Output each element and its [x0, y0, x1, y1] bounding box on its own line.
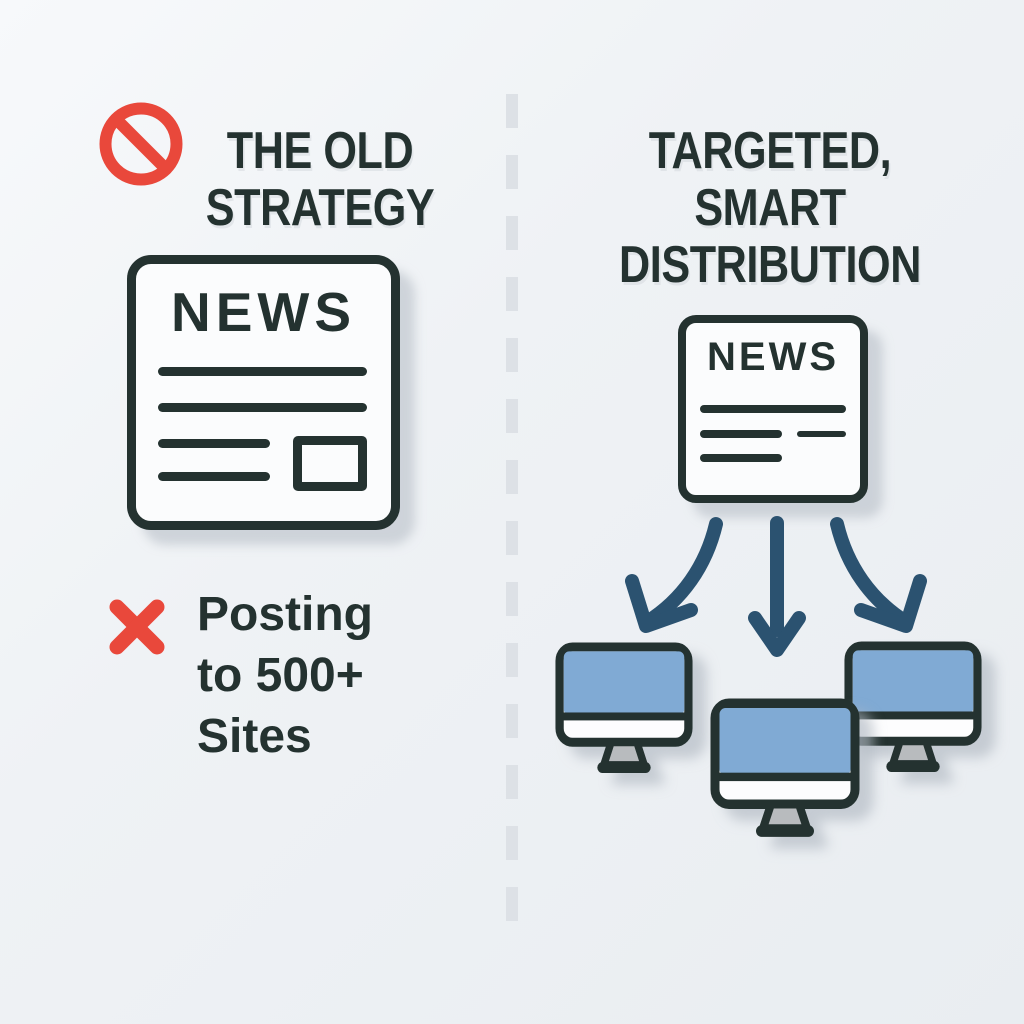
caption-line2: to 500+ [197, 649, 364, 702]
monitor-screen [719, 707, 851, 776]
right-title-line2: SMART [694, 178, 846, 237]
curved-arrow-right-head [854, 574, 927, 633]
x-mark-icon [109, 599, 165, 655]
news-text-line [700, 454, 782, 462]
divider-dashed-line [506, 94, 518, 939]
curved-arrow-left-head [625, 574, 698, 633]
right-panel-title: TARGETED, SMART DISTRIBUTION [587, 121, 952, 294]
distribution-arrows [625, 516, 927, 657]
news-text-line [158, 403, 367, 412]
newspaper-icon: NEWS [127, 255, 400, 530]
monitor-icon [844, 641, 982, 773]
monitor-icon [710, 698, 860, 837]
monitor-icon [555, 642, 693, 774]
curved-arrow-right-icon [830, 517, 913, 629]
news-text-line [158, 439, 270, 448]
monitor-stand [600, 738, 648, 770]
caption-line1: Posting [197, 588, 373, 641]
news-text-line [158, 367, 367, 376]
no-sign-circle [99, 102, 183, 186]
arrow-group [625, 516, 927, 657]
no-sign-icon [99, 102, 183, 186]
x-stroke [109, 599, 165, 655]
left-panel-title: THE OLD STRATEGY [146, 121, 495, 237]
newspaper-icon: NEWS [678, 315, 868, 503]
news-text-line [158, 472, 270, 481]
curved-arrow-left-icon [640, 517, 723, 629]
newspaper-masthead: NEWS [171, 281, 356, 343]
monitor-stand [759, 800, 811, 833]
right-title-line1: TARGETED, [648, 121, 892, 180]
monitor-screen [852, 650, 974, 714]
no-sign-slash [110, 113, 172, 175]
news-ad-box [293, 436, 367, 491]
monitor-base [597, 762, 651, 774]
monitor-stand [889, 737, 937, 769]
monitor-base [756, 825, 814, 837]
monitor-bezel-line [560, 712, 688, 721]
right-title-line3: DISTRIBUTION [619, 235, 921, 294]
left-title-line2: STRATEGY [205, 178, 435, 237]
monitor-bezel-line [716, 772, 854, 782]
news-text-line [700, 430, 782, 438]
left-title-line1: THE OLD [226, 121, 414, 180]
monitor-screen [563, 651, 685, 715]
caption-line3: Sites [197, 710, 312, 763]
straight-arrow-down-head [748, 611, 806, 657]
news-text-line [700, 405, 846, 413]
news-text-dash [797, 431, 846, 437]
newspaper-masthead: NEWS [707, 335, 839, 379]
monitor-base [886, 761, 940, 773]
monitor-bezel-line [849, 711, 977, 720]
left-panel-caption: Posting to 500+ Sites [197, 584, 373, 767]
